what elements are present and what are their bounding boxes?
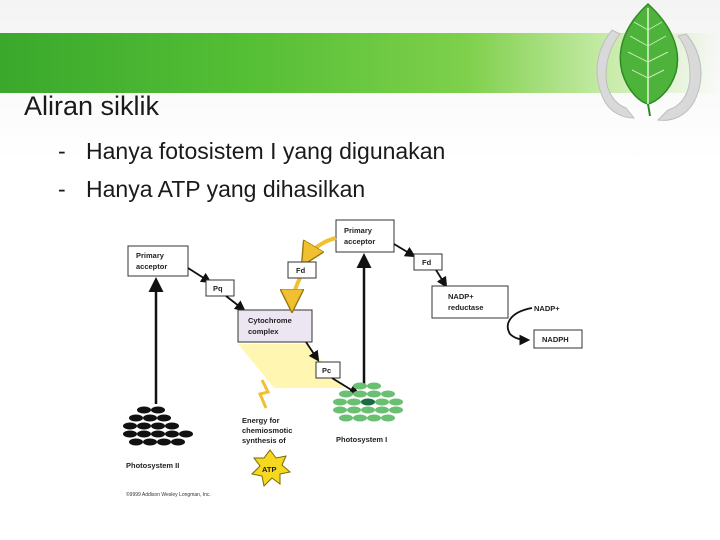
leaf-hands-logo-icon xyxy=(596,2,702,121)
reductase-line2: reductase xyxy=(448,303,483,312)
slide-title: Aliran siklik xyxy=(24,91,160,121)
ps1-primary-acceptor-box: Primary acceptor xyxy=(335,219,395,253)
bullet-item: -Hanya ATP yang dihasilkan xyxy=(58,176,365,203)
cyclic-arrow-fd-to-cytochrome xyxy=(292,277,300,308)
arrow-fd-to-reductase xyxy=(435,269,448,288)
bullet-item: -Hanya fotosistem I yang digunakan xyxy=(58,138,445,165)
copyright-text: ©9999 Addison Wesley Longman, Inc. xyxy=(126,491,211,498)
pq-label: Pq xyxy=(213,284,223,293)
arrow-pc-to-ps1 xyxy=(331,377,360,396)
photosystem1-label: Photosystem I xyxy=(336,435,387,444)
ps1-acceptor-line2: acceptor xyxy=(344,237,375,246)
ps2-acceptor-line1: Primary xyxy=(136,251,165,260)
atp-star-icon: ATP xyxy=(250,449,292,488)
energy-line3: synthesis of xyxy=(242,436,286,445)
cytochrome-complex-box: Cytochrome complex xyxy=(237,309,313,343)
atp-label: ATP xyxy=(262,465,276,474)
bullet-dash: - xyxy=(58,176,66,202)
reductase-line1: NADP+ xyxy=(448,292,474,301)
cyclic-arrow-acceptor-to-fd xyxy=(304,236,337,262)
energy-lightning-icon xyxy=(257,379,271,409)
photosystem1-reaction-center xyxy=(361,398,375,406)
photosystem2-label: Photosystem II xyxy=(126,461,179,470)
nadp-plus-label: NADP+ xyxy=(534,304,560,313)
bullet-dash: - xyxy=(58,138,66,164)
nadp-reductase-box: NADP+ reductase xyxy=(431,285,509,319)
ps2-primary-acceptor-box: Primary acceptor xyxy=(127,245,189,277)
diagram-canvas: Primary acceptor Pq Cytochrome complex xyxy=(123,219,583,498)
pq-box: Pq xyxy=(205,279,235,297)
fd-right-label: Fd xyxy=(422,258,432,267)
arrow-pq-to-cytochrome xyxy=(225,295,246,312)
cyclic-electron-flow-diagram: Primary acceptor Pq Cytochrome complex xyxy=(114,216,594,506)
arrow-cytochrome-to-pc xyxy=(305,341,320,362)
ps1-acceptor-line1: Primary xyxy=(344,226,373,235)
cytochrome-line1: Cytochrome xyxy=(248,316,292,325)
photosystem2-discs xyxy=(123,406,193,446)
fd-left-box: Fd xyxy=(287,261,317,279)
energy-line1: Energy for xyxy=(242,416,280,425)
bullet-text: Hanya fotosistem I yang digunakan xyxy=(86,138,446,164)
bullet-text: Hanya ATP yang dihasilkan xyxy=(86,176,366,202)
energy-line2: chemiosmotic xyxy=(242,426,292,435)
ps2-acceptor-line2: acceptor xyxy=(136,262,167,271)
photosystem1-discs xyxy=(333,382,403,422)
arrow-nadp-to-nadph xyxy=(506,307,533,346)
fd-right-box: Fd xyxy=(413,253,443,271)
pc-box: Pc xyxy=(315,361,341,379)
cytochrome-line2: complex xyxy=(248,327,279,336)
pc-label: Pc xyxy=(322,366,331,375)
arrow-acceptor-to-fd-right xyxy=(393,243,416,258)
nadph-label: NADPH xyxy=(542,335,569,344)
fd-left-label: Fd xyxy=(296,266,306,275)
nadph-box: NADPH xyxy=(533,329,583,349)
